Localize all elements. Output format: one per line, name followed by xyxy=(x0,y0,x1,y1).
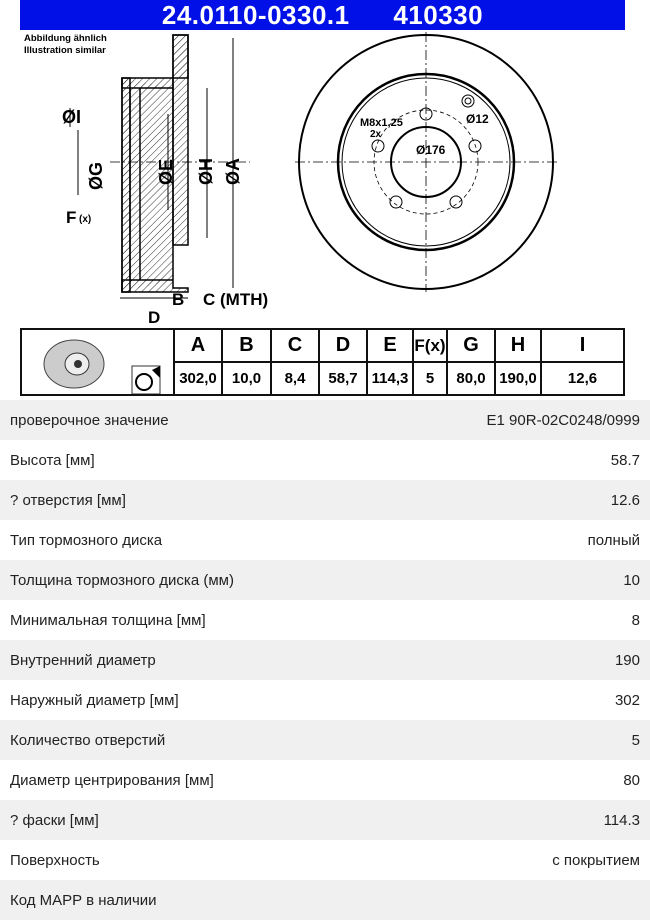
property-row: ? фаски [мм] 114.3 xyxy=(0,800,650,840)
property-row: Код MAPP в наличии xyxy=(0,880,650,920)
property-value: E1 90R-02C0248/0999 xyxy=(486,411,640,429)
label-thread-count: 2x xyxy=(370,129,382,140)
property-value: с покрытием xyxy=(552,851,640,869)
note-en: Illustration similar xyxy=(24,45,106,56)
disc-thumbnail xyxy=(22,330,175,395)
property-value: 114.3 xyxy=(603,811,640,829)
property-name: Диаметр центрирования [мм] xyxy=(10,771,214,789)
property-name: ? фаски [мм] xyxy=(10,811,99,829)
property-name: ? отверстия [мм] xyxy=(10,491,126,509)
property-value: 58.7 xyxy=(610,451,640,469)
property-value: 10 xyxy=(623,571,640,589)
label-pcd: Ø176 xyxy=(416,143,446,157)
property-name: Код MAPP в наличии xyxy=(10,891,157,909)
spec-col-f: F(x)5 xyxy=(414,330,448,394)
part-header: 24.0110-0330.1 410330 xyxy=(20,0,625,30)
front-view xyxy=(295,32,558,292)
property-name: Поверхность xyxy=(10,851,100,869)
label-b: B xyxy=(172,290,184,309)
property-name: Толщина тормозного диска (мм) xyxy=(10,571,234,589)
property-row: Наружный диаметр [мм] 302 xyxy=(0,680,650,720)
brake-disc-drawing: Abbildung ähnlich Illustration similar Ø… xyxy=(24,32,558,327)
label-hole: Ø12 xyxy=(466,112,489,126)
property-name: Наружный диаметр [мм] xyxy=(10,691,179,709)
note-de: Abbildung ähnlich xyxy=(24,33,107,44)
property-row: проверочное значение E1 90R-02C0248/0999 xyxy=(0,400,650,440)
label-c: C (MTH) xyxy=(203,290,268,309)
property-name: Количество отверстий xyxy=(10,731,166,749)
label-d: D xyxy=(148,308,160,327)
label-h: ØH xyxy=(196,158,216,185)
property-value: 190 xyxy=(614,651,640,669)
disc-icon xyxy=(43,339,161,395)
property-row: Внутренний диаметр 190 xyxy=(0,640,650,680)
property-value: 8 xyxy=(631,611,640,629)
label-g: ØG xyxy=(86,162,106,190)
property-name: проверочное значение xyxy=(10,411,169,429)
property-name: Внутренний диаметр xyxy=(10,651,156,669)
label-i: ØI xyxy=(62,107,81,127)
property-row: Диаметр центрирования [мм] 80 xyxy=(0,760,650,800)
property-row: Высота [мм] 58.7 xyxy=(0,440,650,480)
property-value: полный xyxy=(587,531,640,549)
property-row: Тип тормозного диска полный xyxy=(0,520,650,560)
label-f: F xyxy=(66,208,76,227)
property-value: 12.6 xyxy=(610,491,640,509)
label-thread: M8x1,25 xyxy=(360,117,403,129)
property-row: Минимальная толщина [мм] 8 xyxy=(0,600,650,640)
property-row: Количество отверстий 5 xyxy=(0,720,650,760)
property-row: Толщина тормозного диска (мм) 10 xyxy=(0,560,650,600)
part-code: 410330 xyxy=(393,0,484,30)
property-value: 302 xyxy=(614,691,640,709)
label-fx: (x) xyxy=(79,214,91,225)
property-row: Поверхность с покрытием xyxy=(0,840,650,880)
property-value: 5 xyxy=(631,731,640,749)
property-name: Высота [мм] xyxy=(10,451,95,469)
property-value: 80 xyxy=(623,771,640,789)
side-section-view xyxy=(69,34,250,299)
part-number: 24.0110-0330.1 xyxy=(161,0,350,30)
label-e: ØE xyxy=(156,159,176,185)
property-name: Тип тормозного диска xyxy=(10,531,163,549)
label-a: ØA xyxy=(223,158,243,185)
property-row: ? отверстия [мм] 12.6 xyxy=(0,480,650,520)
property-name: Минимальная толщина [мм] xyxy=(10,611,206,629)
